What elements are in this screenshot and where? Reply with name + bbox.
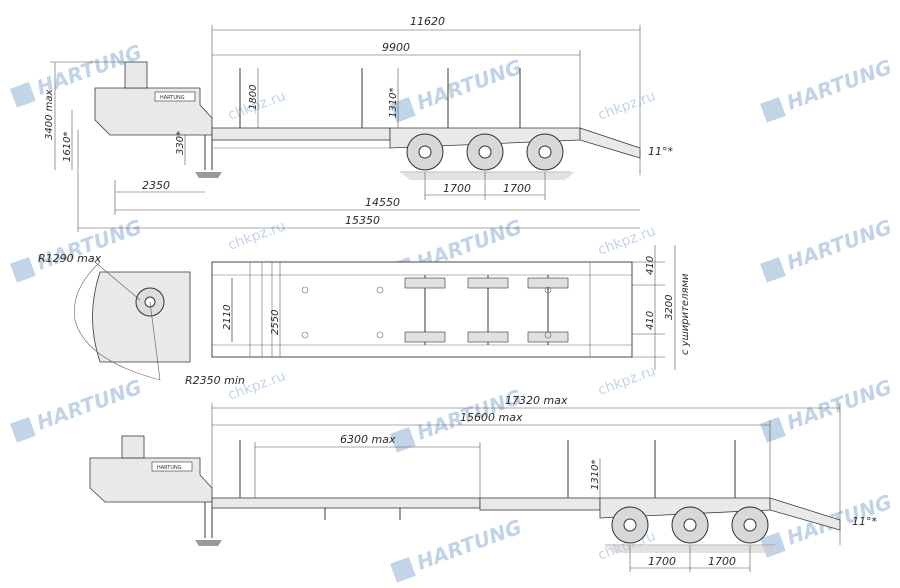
watermark-logo: HARTUNG: [390, 515, 525, 583]
front-toolbox: [121, 435, 145, 459]
dim-total-length: 11620: [410, 15, 445, 28]
gooseneck: [89, 457, 213, 503]
dim-stake-height-rear: 1310*: [590, 460, 601, 490]
watermark-site: chkpz.ru: [596, 363, 658, 399]
dim-height-max: 3400 max: [44, 90, 55, 140]
dim-fifth-wheel-height: 1610*: [62, 132, 73, 162]
landing-gear-foot: [195, 172, 222, 178]
dim-extension-max: 6300 max: [340, 433, 396, 446]
svg-text:HARTUNG: HARTUNG: [784, 375, 895, 435]
watermark-logo-icon: [760, 417, 786, 443]
svg-text:HARTUNG: HARTUNG: [414, 55, 525, 115]
dim-axle-spacing-2: 1700: [503, 182, 531, 195]
dim-ramp-angle: 11°*: [648, 145, 673, 158]
dim-front-radius: R1290 max: [38, 252, 102, 265]
watermark-logo: HARTUNG: [760, 55, 895, 123]
watermark-logo-icon: [760, 257, 786, 283]
axle: [527, 275, 569, 345]
svg-text:HARTUNG: HARTUNG: [34, 375, 145, 435]
dim-axle-spacing-2: 1700: [708, 555, 736, 568]
dim-inner-width: 2110: [222, 305, 233, 330]
svg-text:HARTUNG: HARTUNG: [414, 515, 525, 575]
dim-swing-radius: R2350 min: [185, 374, 245, 387]
wheel: [671, 506, 709, 544]
dim-overall-length: 15350: [345, 214, 380, 227]
dim-length-14550: 14550: [365, 196, 400, 209]
dim-outer-width: 2550: [270, 310, 281, 335]
axle: [467, 275, 509, 345]
dim-axle-spacing-1: 1700: [648, 555, 676, 568]
watermark-logo: HARTUNG: [760, 375, 895, 443]
watermark-site: chkpz.ru: [226, 218, 288, 254]
watermark-site: chkpz.ru: [596, 88, 658, 124]
extended-side-view: HARTUNG 17320 max 15600 max 63: [89, 394, 877, 572]
wheel: [731, 506, 769, 544]
watermark-logo-icon: [10, 82, 36, 108]
dim-kingpin-offset: 2350: [142, 179, 170, 192]
brand-plate-text: HARTUNG: [157, 465, 182, 471]
dim-ramp-angle: 11°*: [852, 515, 877, 528]
svg-text:HARTUNG: HARTUNG: [34, 215, 145, 275]
side-view: HARTUNG 11620 9900 1800 1310*: [44, 15, 673, 232]
brand-plate: [154, 91, 196, 102]
watermark-logo: HARTUNG: [760, 215, 895, 283]
extension-deck: [479, 497, 601, 511]
dim-axle-spacing-1: 1700: [443, 182, 471, 195]
top-view: R1290 max R2350 min 2110 2550 410 410 32…: [38, 245, 691, 387]
axle: [404, 275, 446, 345]
dim-deck-height: 330*: [175, 131, 186, 155]
gooseneck-plate: [92, 271, 191, 363]
watermark-logo: HARTUNG: [10, 375, 145, 443]
watermark-logo-icon: [10, 257, 36, 283]
wheel: [406, 133, 444, 171]
watermark-logo-icon: [390, 427, 416, 453]
wheel: [466, 133, 504, 171]
watermark-logo-icon: [760, 97, 786, 123]
brand-plate: [151, 461, 193, 472]
front-toolbox: [124, 61, 148, 89]
dim-deck-max: 15600 max: [460, 411, 523, 424]
dim-stake-height: 1800: [248, 85, 259, 110]
dim-extended-note: с уширителями: [680, 273, 691, 355]
dim-ramp-offset-2: 410: [645, 311, 656, 330]
deck-fittings: [301, 286, 552, 339]
swing-arc: [74, 261, 161, 381]
watermark-logo: HARTUNG: [390, 55, 525, 123]
watermark-site: chkpz.ru: [596, 223, 658, 259]
main-deck: [211, 497, 481, 509]
dim-extended-width: 3200: [664, 295, 675, 320]
watermark-logo-icon: [390, 97, 416, 123]
landing-gear-foot: [195, 540, 222, 546]
dim-ramp-offset-1: 410: [645, 256, 656, 275]
main-platform: [211, 261, 633, 358]
watermark-logo-icon: [390, 557, 416, 583]
svg-text:HARTUNG: HARTUNG: [784, 55, 895, 115]
dim-overall-max: 17320 max: [505, 394, 568, 407]
wheel: [526, 133, 564, 171]
brand-plate-text: HARTUNG: [160, 95, 185, 101]
svg-text:HARTUNG: HARTUNG: [784, 215, 895, 275]
loading-ramp: [579, 127, 641, 159]
main-deck: [211, 127, 391, 141]
wheel: [611, 506, 649, 544]
dim-stake-height-rear: 1310*: [388, 88, 399, 118]
watermark-logo-icon: [10, 417, 36, 443]
dim-deck-length: 9900: [382, 41, 410, 54]
